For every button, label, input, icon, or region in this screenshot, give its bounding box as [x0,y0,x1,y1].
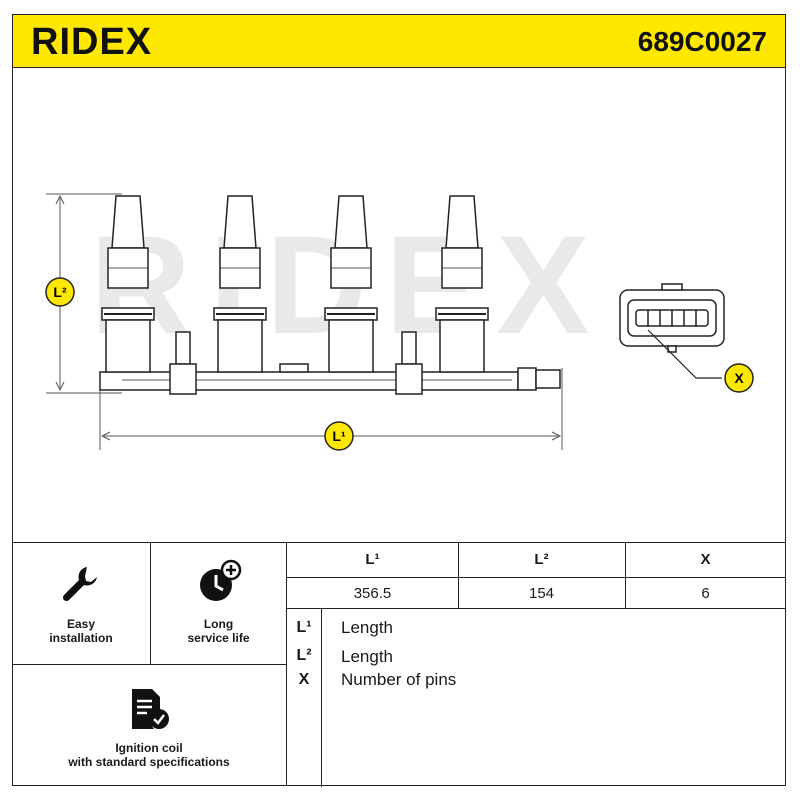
legend-divider [321,609,322,787]
connector-leader-line [647,329,722,379]
part-number: 689C0027 [637,26,767,57]
coil-tower-4 [435,195,489,373]
value-l1: 356.5 [353,585,392,602]
feature-long-service-life: Long service life [151,542,287,664]
feature-label: Easy installation [49,617,113,645]
page-frame [12,14,786,786]
ignition-coil-drawing: RIDEX L² L¹ [45,193,754,451]
spec-table-header-row [287,543,786,578]
wrench-icon [60,563,102,610]
document-check-icon [126,685,172,736]
coil-tower-1 [101,195,155,373]
feature-easy-installation: Easy installation [12,542,151,664]
header-l1: L¹ [365,551,380,568]
info-panel: Easy installation Long service life [12,542,786,787]
badge-l2-text: L² [53,284,67,300]
spec-table: L¹ L² X 356.5 154 6 [287,542,786,609]
badge-x: X [724,363,754,393]
coil-tower-3 [324,195,378,373]
feature-standard-specs: Ignition coil with standard specificatio… [12,664,287,786]
brand-logo: RIDEX [31,21,153,63]
legend-description: Length [341,618,393,637]
table-divider [458,543,459,609]
legend-description: Number of pins [341,670,457,689]
connector-detail [619,283,725,353]
legend-symbol: L¹ [296,619,312,636]
value-x: 6 [701,585,710,602]
value-l2: 154 [528,585,555,602]
coil-tower-2 [213,195,267,373]
header-bar: RIDEX 689C0027 [12,14,786,68]
table-divider [625,543,626,609]
feature-label: Ignition coil with standard specificatio… [68,741,230,769]
technical-drawing: RIDEX L² L¹ [12,68,786,542]
mounting-posts [169,331,423,395]
badge-l1: L¹ [324,421,354,451]
legend-symbol: L² [296,647,312,664]
header-x: X [700,551,711,568]
badge-l2: L² [45,277,75,307]
header-l2: L² [534,551,549,568]
legend: L¹ Length L² Length X Number of pins [287,608,786,787]
clock-plus-icon [196,559,242,610]
legend-description: Length [341,647,393,666]
legend-symbol: X [298,671,310,688]
badge-l1-text: L¹ [332,428,346,444]
badge-x-text: X [734,370,744,386]
feature-label: Long service life [187,617,250,645]
